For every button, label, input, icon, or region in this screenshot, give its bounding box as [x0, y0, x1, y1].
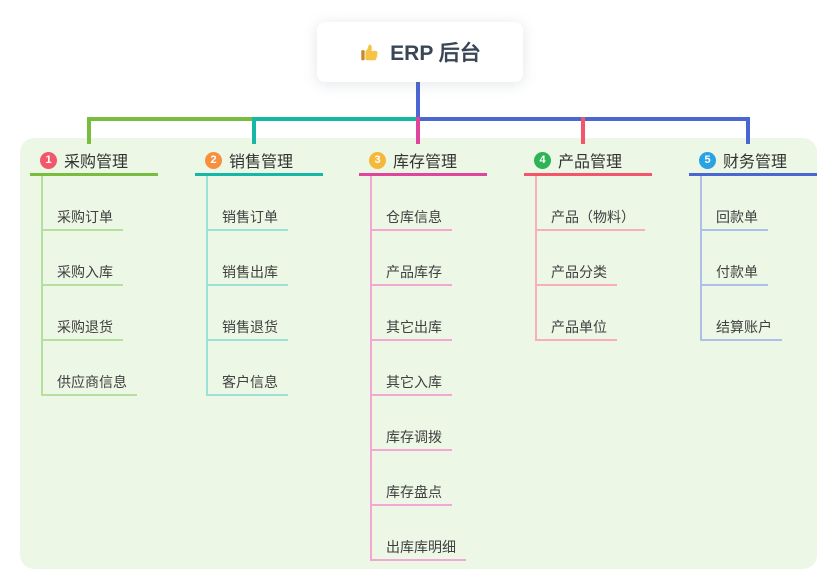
branch-label: 采购管理 [64, 154, 129, 171]
connector-trunk [416, 82, 420, 121]
child-node[interactable]: 仓库信息 [370, 205, 452, 231]
child-node[interactable]: 销售订单 [206, 205, 288, 231]
branch-number-badge: 2 [205, 151, 222, 169]
child-node[interactable]: 采购订单 [41, 205, 123, 231]
child-node[interactable]: 结算账户 [700, 315, 782, 341]
child-node[interactable]: 出库库明细 [370, 535, 466, 561]
child-node[interactable]: 回款单 [700, 205, 768, 231]
connector-children-5 [700, 176, 702, 341]
child-node[interactable]: 销售出库 [206, 260, 288, 286]
connector-drop-2 [252, 117, 256, 144]
child-node[interactable]: 其它入库 [370, 370, 452, 396]
branch-header-3[interactable]: 3 库存管理 [359, 147, 487, 176]
child-node[interactable]: 库存调拨 [370, 425, 452, 451]
branch-number-badge: 4 [534, 151, 551, 169]
child-node[interactable]: 产品库存 [370, 260, 452, 286]
branches-panel [20, 138, 817, 569]
branch-label: 产品管理 [558, 154, 623, 171]
branch-header-5[interactable]: 5 财务管理 [689, 147, 817, 176]
child-node[interactable]: 供应商信息 [41, 370, 137, 396]
connector-children-2 [206, 176, 208, 396]
root-title: ERP 后台 [390, 42, 481, 65]
branch-label: 财务管理 [723, 154, 788, 171]
child-node[interactable]: 产品分类 [535, 260, 617, 286]
branch-header-1[interactable]: 1 采购管理 [30, 147, 158, 176]
child-node[interactable]: 其它出库 [370, 315, 452, 341]
root-node[interactable]: ERP 后台 [317, 22, 523, 82]
child-node[interactable]: 采购入库 [41, 260, 123, 286]
child-node[interactable]: 付款单 [700, 260, 768, 286]
connector-drop-3 [416, 117, 420, 144]
connector-bus-left [87, 117, 252, 121]
connector-children-3 [370, 176, 372, 561]
branch-header-2[interactable]: 2 销售管理 [195, 147, 323, 176]
child-node[interactable]: 采购退货 [41, 315, 123, 341]
connector-drop-1 [87, 117, 91, 144]
child-node[interactable]: 产品单位 [535, 315, 617, 341]
connector-children-1 [41, 176, 43, 396]
thumbs-up-icon [361, 44, 378, 61]
branch-number-badge: 5 [699, 151, 716, 169]
connector-drop-4 [581, 117, 585, 144]
branch-number-badge: 3 [369, 151, 386, 169]
branch-header-4[interactable]: 4 产品管理 [524, 147, 652, 176]
child-node[interactable]: 客户信息 [206, 370, 288, 396]
branch-label: 销售管理 [229, 154, 294, 171]
child-node[interactable]: 产品（物料） [535, 205, 645, 231]
connector-drop-5 [746, 117, 750, 144]
connector-children-4 [535, 176, 537, 341]
connector-bus-mid [252, 117, 416, 121]
branch-label: 库存管理 [393, 154, 458, 171]
child-node[interactable]: 销售退货 [206, 315, 288, 341]
branch-number-badge: 1 [40, 151, 57, 169]
child-node[interactable]: 库存盘点 [370, 480, 452, 506]
